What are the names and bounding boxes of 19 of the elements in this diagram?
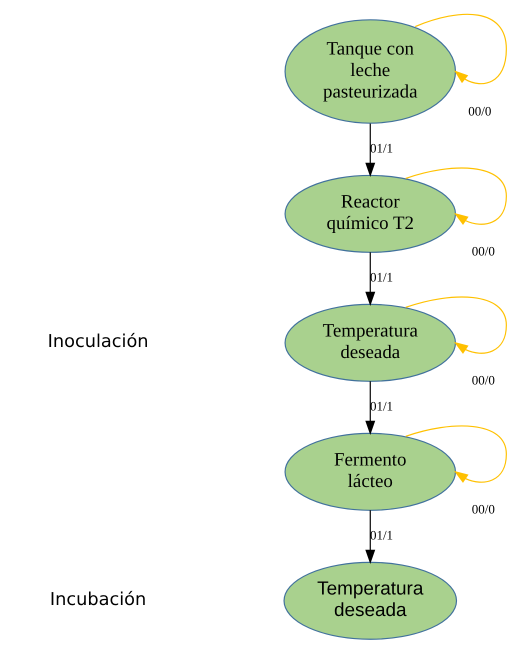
- edge-label: 00/0: [468, 102, 492, 118]
- arrow: [365, 380, 376, 434]
- arrow: [406, 424, 507, 482]
- edge-label: 00/0: [472, 500, 495, 516]
- node-ellipse: Temperatura deseada: [284, 303, 456, 382]
- arrow: [365, 123, 376, 176]
- arrow: [365, 510, 376, 564]
- edge-label: 00/0: [472, 372, 495, 387]
- arrow: [406, 296, 507, 354]
- node-ellipse: Fermento lácteo: [284, 432, 456, 510]
- edge-label: 00/0: [472, 242, 495, 258]
- label: Incubación: [50, 589, 146, 610]
- node-ellipse: Temperatura deseada: [283, 561, 458, 640]
- arrow: [365, 252, 376, 306]
- arrow: [415, 13, 507, 84]
- label: Inoculación: [48, 332, 149, 352]
- arrow: [406, 166, 507, 224]
- node-ellipse: Tanque con leche pasteurizada: [284, 18, 456, 124]
- node-ellipse: Reactor químico T2: [284, 174, 456, 252]
